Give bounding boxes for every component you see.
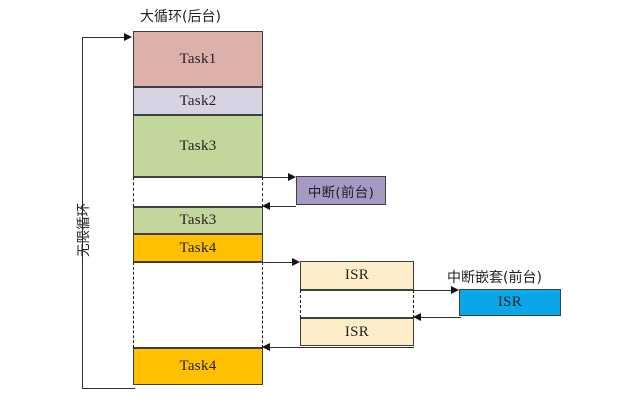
task-block-label: Task3: [179, 212, 217, 228]
arrow-return-isr-head-icon: [262, 342, 270, 351]
task-block-task3-first: Task3: [133, 115, 263, 177]
task-block-task4-resume: Task4: [133, 348, 263, 385]
arrow-return-interrupt-line: [269, 206, 296, 207]
arrow-enter-nested-head-icon: [451, 285, 459, 294]
infinite-loop-arrowhead-icon: [124, 32, 132, 41]
isr-block-gap: [300, 290, 414, 318]
isr-gap-dashed-right: [413, 290, 414, 318]
arrow-return-interrupt-head-icon: [262, 201, 270, 210]
infinite-loop-bracket-bottom: [82, 388, 135, 389]
main-loop-title: 大循环(后台): [140, 9, 221, 25]
arrow-return-isr-line: [269, 347, 414, 348]
task-block-label: Task2: [179, 92, 217, 109]
arrow-enter-isr-head-icon: [292, 257, 300, 266]
gap1-dashed-right: [262, 177, 263, 207]
task-block-gap-1: [133, 177, 263, 207]
task-block-task3-resume: Task3: [133, 207, 263, 234]
isr-block-resume: ISR: [300, 318, 414, 346]
task-block-label: Task3: [179, 137, 217, 154]
arrow-enter-interrupt-head-icon: [288, 172, 296, 181]
isr-gap-dashed-left: [300, 290, 301, 318]
arrow-enter-interrupt-line: [263, 177, 293, 178]
task-block-task2: Task2: [133, 87, 263, 115]
arrow-enter-isr-line: [263, 262, 297, 263]
infinite-loop-bracket-top: [82, 37, 125, 38]
isr-block-first: ISR: [300, 261, 414, 290]
task-block-task4-first: Task4: [133, 234, 263, 262]
isr-block-nested: ISR: [459, 289, 561, 316]
task-block-label: Task4: [179, 239, 217, 256]
arrow-return-nested-line: [420, 317, 461, 318]
gap1-dashed-left: [133, 177, 134, 207]
infinite-loop-bracket-vertical: [82, 37, 83, 388]
arrow-enter-nested-line: [414, 290, 456, 291]
task-block-task1: Task1: [133, 31, 263, 87]
isr-nested-label: ISR: [497, 294, 523, 310]
interrupt-block: 中断(前台): [296, 176, 386, 205]
task-block-label: Task4: [179, 358, 217, 374]
nested-interrupt-title: 中断嵌套(前台): [447, 270, 542, 286]
isr-block-label: ISR: [344, 267, 370, 283]
infinite-loop-label: 无限循环: [76, 203, 92, 257]
arrow-return-nested-head-icon: [413, 312, 421, 321]
task-block-gap-2: [133, 262, 263, 348]
gap2-dashed-right: [262, 262, 263, 348]
gap2-dashed-left: [133, 262, 134, 348]
isr-block-label: ISR: [344, 323, 370, 340]
bottom-caption-cutoff: [0, 401, 641, 405]
task-block-label: Task1: [179, 50, 217, 67]
interrupt-block-label: 中断(前台): [307, 184, 375, 201]
